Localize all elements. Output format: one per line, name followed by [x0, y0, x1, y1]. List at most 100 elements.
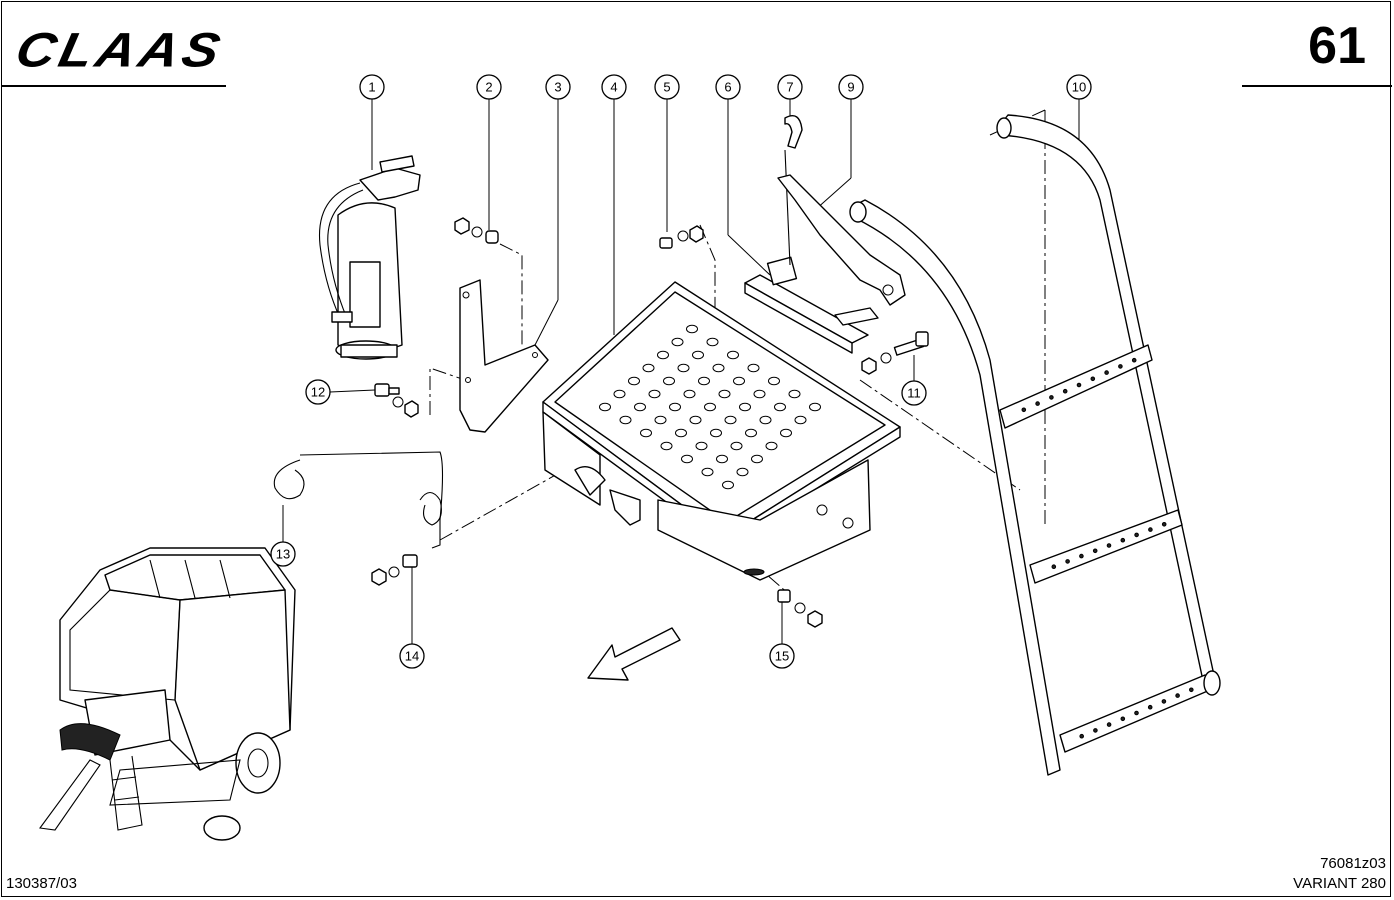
svg-text:15: 15 [775, 649, 789, 664]
step-perforation [1079, 733, 1084, 739]
direction-arrow-icon [587, 627, 681, 681]
header-rule-right [1242, 85, 1392, 87]
document-code: 130387/03 [6, 875, 77, 892]
step-perforation [1106, 543, 1112, 548]
baler-overview-illustration [39, 547, 296, 841]
platform-hole [704, 402, 716, 412]
svg-text:9: 9 [847, 80, 854, 95]
platform-hole [780, 428, 792, 438]
latch-arm [777, 174, 906, 326]
platform-hole [701, 467, 714, 477]
platform-hole [759, 415, 772, 425]
platform-hole [613, 389, 626, 399]
callout-11: 11 [901, 380, 927, 406]
step-perforation [1021, 407, 1027, 413]
callout-3: 3 [545, 74, 571, 100]
platform-hole [695, 441, 708, 451]
callout-9: 9 [838, 74, 864, 100]
step-perforation [1134, 710, 1139, 716]
callout-4: 4 [601, 74, 627, 100]
svg-text:4: 4 [610, 80, 617, 95]
platform-hole [794, 415, 807, 425]
step-perforation [1092, 548, 1098, 554]
platform-hole [751, 454, 763, 464]
platform-hole [648, 389, 661, 399]
platform-hole [657, 350, 669, 360]
figure-code: 76081z03 [1320, 855, 1386, 872]
platform-hole [710, 428, 722, 438]
step-perforation [1148, 527, 1153, 532]
platform-hole [619, 415, 632, 425]
ladder [849, 114, 1221, 776]
fasteners-item-11 [861, 331, 929, 375]
callout-10: 10 [1066, 74, 1092, 100]
mounting-bracket [459, 279, 549, 433]
fasteners-item-15 [777, 589, 823, 628]
platform-hole [727, 350, 739, 360]
platform-hole [716, 454, 728, 464]
step-perforation [1106, 722, 1112, 727]
platform-hole [663, 376, 675, 386]
step-perforation [1120, 716, 1126, 722]
platform-hole [634, 402, 646, 412]
step-perforation [1147, 704, 1153, 710]
svg-text:11: 11 [907, 386, 921, 401]
svg-text:13: 13 [276, 547, 290, 562]
platform-hole [718, 389, 731, 399]
step-perforation [1189, 687, 1194, 693]
platform-hole [689, 415, 702, 425]
platform-hole [739, 402, 751, 412]
platform-hole [654, 415, 667, 425]
callout-5: 5 [654, 74, 680, 100]
callout-13: 13 [270, 541, 296, 567]
step-perforation [1079, 553, 1084, 559]
spring-handle [273, 451, 444, 549]
svg-text:12: 12 [311, 385, 325, 400]
callout-1: 1 [359, 74, 385, 100]
step-perforation [1051, 564, 1057, 570]
platform-hole [765, 441, 778, 451]
model-name: VARIANT 280 [1293, 875, 1386, 892]
platform-hole [706, 337, 719, 347]
platform-hole [722, 480, 734, 490]
platform-hole [698, 376, 710, 386]
platform-hole [730, 441, 743, 451]
svg-text:1: 1 [368, 80, 375, 95]
svg-text:5: 5 [663, 80, 670, 95]
platform-hole [745, 428, 757, 438]
step-perforation [1062, 388, 1068, 394]
platform-hole [733, 376, 745, 386]
platform-hole [669, 402, 681, 412]
platform-hole [724, 415, 737, 425]
callout-12: 12 [305, 379, 331, 405]
step-perforation [1090, 376, 1096, 382]
page-number: 61 [1308, 17, 1366, 75]
step-perforation [1131, 357, 1137, 363]
platform-hole [712, 363, 725, 373]
platform-hole [774, 402, 786, 412]
step-perforation [1104, 370, 1109, 375]
header-rule-left [2, 85, 226, 87]
platform-hole [747, 363, 760, 373]
svg-text:2: 2 [485, 80, 492, 95]
platform-hole [675, 428, 687, 438]
fasteners-item-14 [371, 554, 418, 586]
step-perforation [1035, 401, 1040, 406]
svg-text:10: 10 [1072, 80, 1086, 95]
platform-hole [640, 428, 652, 438]
pin-bracket [744, 115, 869, 354]
callout-2: 2 [476, 74, 502, 100]
step-perforation [1065, 559, 1070, 564]
platform-hole [692, 350, 704, 360]
platform-hole [809, 402, 821, 412]
platform-hole [753, 389, 766, 399]
fire-extinguisher [318, 155, 421, 360]
step-perforation [1049, 395, 1054, 400]
svg-text:3: 3 [554, 80, 561, 95]
fasteners-item-12 [374, 383, 419, 418]
callout-7: 7 [777, 74, 803, 100]
platform-hole [683, 389, 696, 399]
platform-hole [671, 337, 684, 347]
